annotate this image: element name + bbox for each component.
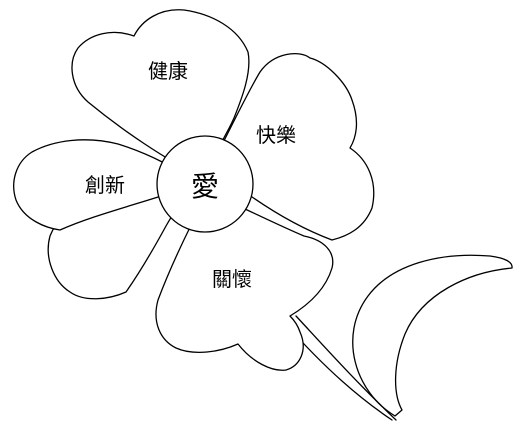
petal-top — [71, 9, 250, 177]
petal-label-top: 健康 — [148, 59, 188, 83]
stem-line-outer — [295, 315, 397, 421]
center-label: 愛 — [191, 170, 219, 203]
petal-label-bottom: 關懷 — [212, 267, 252, 291]
flower-center — [156, 135, 254, 233]
petal-label-left: 創新 — [85, 173, 125, 197]
leaf — [352, 254, 513, 417]
petal-label-right: 快樂 — [256, 123, 296, 147]
petal-left-upper — [13, 139, 199, 231]
petal-bottom — [155, 191, 334, 371]
